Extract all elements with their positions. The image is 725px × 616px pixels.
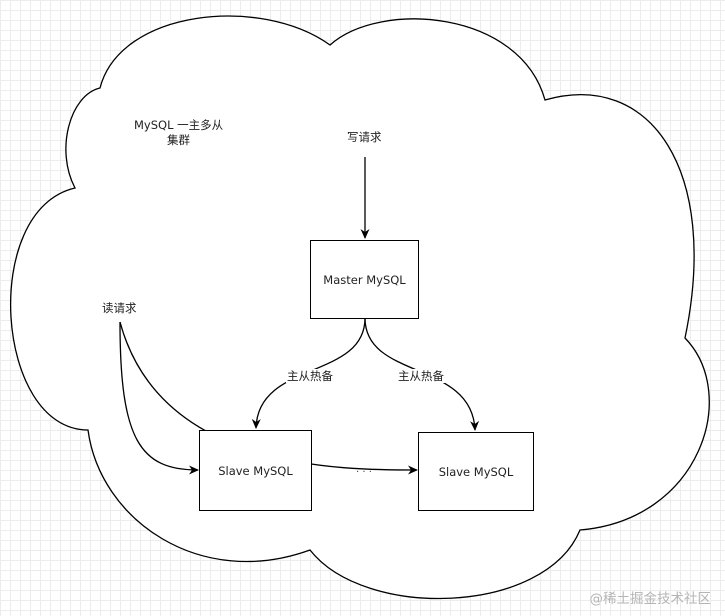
read-request-arrow-slave1 (119, 321, 199, 475)
read-request-label: 读请求 (102, 301, 137, 315)
master-mysql-label: Master MySQL (323, 272, 406, 287)
more-slaves-ellipsis: · · · (356, 467, 372, 478)
hot-standby-label-left: 主从热备 (286, 369, 334, 383)
hot-standby-label-right: 主从热备 (397, 369, 445, 383)
write-request-label: 写请求 (347, 130, 382, 144)
watermark-text: @稀土掘金技术社区 (589, 591, 712, 607)
slave-mysql-node-2: Slave MySQL (418, 432, 534, 511)
slave-mysql-label-2: Slave MySQL (438, 464, 514, 479)
slave-mysql-node-1: Slave MySQL (199, 430, 312, 511)
cluster-title-line1: MySQL 一主多从 (134, 118, 224, 132)
master-mysql-node: Master MySQL (310, 240, 419, 319)
cluster-title-line2: 集群 (167, 133, 190, 147)
slave-mysql-label-1: Slave MySQL (218, 463, 293, 478)
